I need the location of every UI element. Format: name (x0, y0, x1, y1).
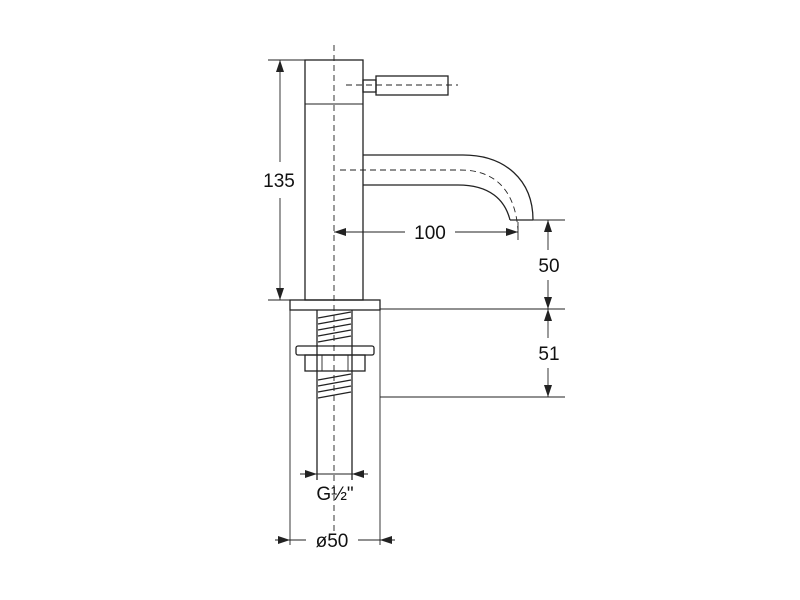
thread-line (317, 317, 352, 325)
arrow-down (276, 288, 284, 300)
base-section (289, 299, 381, 545)
dimension-label-100: 100 (414, 223, 446, 244)
arrow-right (506, 228, 518, 236)
dimension-label-135: 135 (263, 171, 295, 192)
dimension-thread: G½" (300, 470, 368, 505)
spout (340, 154, 534, 231)
base-flange (289, 299, 381, 311)
thread-lines-upper (317, 311, 352, 343)
nut (304, 354, 366, 372)
thread-lines-lower (317, 373, 352, 399)
dimension-height-body: 135 (263, 59, 305, 301)
dimension-label-thread: G½" (316, 484, 353, 505)
dimension-base-height: 51 (380, 309, 565, 398)
spout-outer-edge (363, 154, 534, 221)
arrow-down (544, 297, 552, 309)
thread-line (317, 385, 352, 393)
washer (295, 345, 375, 356)
thread-line (317, 311, 352, 319)
dimension-spout-clearance: 50 (380, 219, 565, 310)
threaded-shank (316, 310, 353, 480)
arrow-right-inward (278, 536, 290, 544)
lever-collar (362, 79, 377, 93)
dimension-label-51: 51 (538, 344, 559, 365)
dimension-label-50: 50 (538, 256, 559, 277)
spout-inner-edge (363, 184, 511, 221)
arrow-left (334, 228, 346, 236)
dimension-spout-reach: 100 (334, 222, 519, 244)
thread-line (317, 379, 352, 387)
dimension-label-diameter: ø50 (316, 531, 349, 552)
arrow-up (544, 309, 552, 321)
arrow-down (544, 385, 552, 397)
thread-line (317, 373, 352, 381)
lever-arm (375, 75, 449, 96)
arrow-right-inward (305, 470, 317, 478)
thread-line (317, 391, 352, 399)
arrow-up (544, 220, 552, 232)
dimension-base-diameter: ø50 (275, 531, 395, 552)
thread-line (317, 335, 352, 343)
thread-line (317, 323, 352, 331)
thread-line (317, 329, 352, 337)
arrow-left-inward (352, 470, 364, 478)
washer-and-nut (295, 345, 375, 372)
arrow-left-inward (380, 536, 392, 544)
arrow-up (276, 60, 284, 72)
spout-centerline (340, 169, 519, 231)
lever-handle (346, 75, 458, 96)
